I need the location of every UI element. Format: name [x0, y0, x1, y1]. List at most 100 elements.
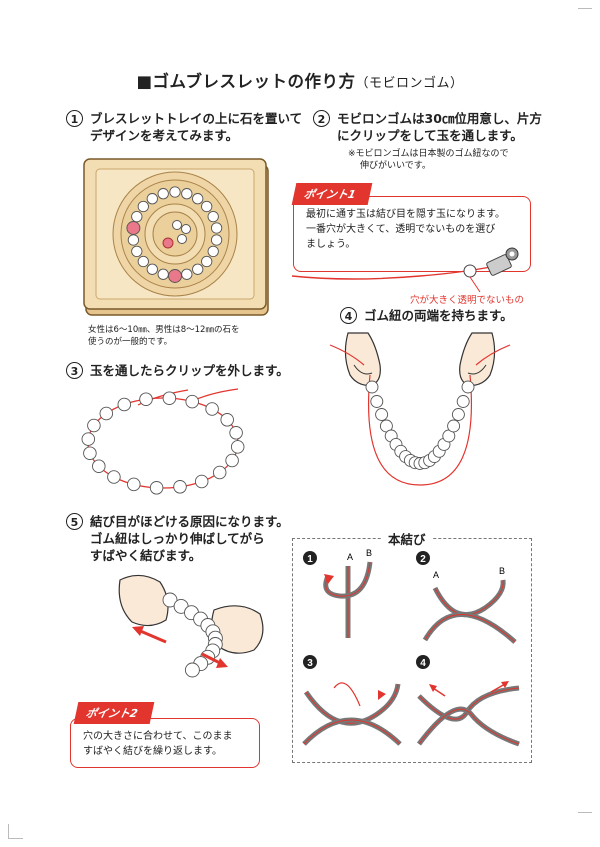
loose-bead-pink — [162, 237, 174, 249]
bead — [447, 419, 461, 433]
bead — [192, 193, 204, 205]
clip-icon — [486, 247, 519, 276]
bracelet-tray-illustration — [83, 158, 269, 316]
step-1-line-2: デザインを考えてみます。 — [90, 128, 239, 143]
hands-holding-cord-illustration — [329, 332, 511, 486]
step-3-line-1: 玉を通したらクリップを外します。 — [90, 363, 289, 378]
bead — [210, 234, 223, 246]
left-hand-icon — [344, 332, 381, 386]
bead — [207, 245, 219, 258]
tray-caption-line-2: 使うのが一般的です。 — [88, 337, 173, 347]
bead — [157, 268, 169, 280]
step-2-note-line-1: ※モビロンゴムは日本製のゴム紐なので — [348, 149, 509, 159]
point-1-box: 最初に通す玉は結び目を隠す玉になります。 一番穴が大きくて、透明でないものを選び… — [293, 196, 531, 272]
bead — [185, 394, 199, 409]
point-2-badge: ポイント2 — [73, 702, 154, 724]
tray-bead-ring — [126, 186, 223, 283]
step-2-number: 2 — [313, 110, 330, 127]
bead — [127, 477, 141, 492]
point-1-badge: ポイント1 — [291, 183, 372, 205]
bead — [117, 397, 132, 412]
step-4-line-1: ゴム紐の両端を持ちます。 — [364, 308, 513, 323]
knot-step-3-number: 3 — [307, 658, 313, 669]
step-2-line-1: モビロンゴムは30㎝位用意し、片方 — [337, 111, 542, 126]
pull-arrow-icon — [132, 626, 228, 668]
loose-bead — [177, 234, 187, 244]
step-4-number: 4 — [340, 307, 357, 324]
bead — [451, 408, 465, 421]
bead — [370, 395, 384, 408]
bead-strand-tying — [162, 592, 223, 678]
point-2-line-2: すばやく結びを繰り返します。 — [83, 746, 222, 757]
bead — [87, 418, 101, 433]
bead — [149, 481, 164, 495]
point-1-line-3: ましょう。 — [306, 239, 356, 250]
bead — [107, 470, 121, 484]
knot-step-1-number: 1 — [307, 554, 313, 565]
bead — [205, 402, 219, 416]
bead — [192, 263, 204, 275]
right-hand-icon — [459, 332, 496, 386]
bead — [137, 255, 149, 268]
bead — [162, 592, 178, 608]
cord-label-a: A — [347, 552, 353, 562]
loose-bead — [172, 220, 182, 230]
tray-caption: 女性は6～10㎜、男性は8～12㎜の石を 使うのが一般的です。 — [88, 324, 239, 348]
clip-and-cord-illustration — [291, 247, 519, 293]
bead — [194, 474, 209, 489]
page-title: ■ゴムブレスレットの作り方（モビロンゴム） — [0, 68, 600, 92]
bead — [131, 245, 143, 258]
bead — [126, 221, 141, 235]
tray-caption-line-1: 女性は6～10㎜、男性は8～12㎜の石を — [88, 325, 240, 335]
bead — [184, 662, 200, 678]
step-2-note-line-2: 伸びがいいです。 — [360, 161, 431, 171]
point-1-line-2: 一番穴が大きくて、透明でないものを選び — [306, 224, 496, 235]
step-2-instruction: 2 モビロンゴムは30㎝位用意し、片方 にクリップをして玉を通します。 — [313, 110, 542, 144]
bead — [162, 391, 177, 405]
bead — [207, 210, 219, 223]
bead — [157, 188, 169, 200]
point-2-line-1: 穴の大きさに合わせて、このまま — [83, 731, 233, 742]
step-5-line-1: 結び目がほどける原因になります。 — [90, 514, 289, 529]
bead — [168, 269, 182, 283]
page-title-main: ■ゴムブレスレットの作り方 — [136, 72, 356, 91]
bead — [220, 413, 234, 427]
knot-step-4-diagram: 4 — [416, 655, 520, 747]
step-2-line-2: にクリップをして玉を通します。 — [337, 128, 523, 143]
bead — [83, 446, 97, 460]
step-1-number: 1 — [66, 110, 83, 127]
bead — [181, 268, 193, 280]
bead — [169, 186, 181, 198]
bead — [92, 459, 106, 473]
step-3-number: 3 — [66, 362, 83, 379]
knot-step-1-diagram: 1 A B — [303, 548, 373, 638]
bead-loop — [81, 391, 245, 495]
bead — [81, 432, 96, 446]
step-5-line-2: ゴム紐はしっかり伸ばしてがら — [90, 531, 265, 546]
bead — [201, 200, 213, 213]
bead — [201, 255, 213, 268]
bead — [181, 188, 193, 200]
square-knot-title: 本結び — [382, 529, 432, 548]
cord-label-a: A — [433, 570, 439, 580]
bead — [139, 392, 153, 406]
bead — [225, 453, 239, 468]
bead — [212, 465, 227, 480]
cord-label-b: B — [366, 548, 372, 558]
page-title-sub: （モビロンゴム） — [355, 76, 464, 91]
bead — [137, 200, 149, 213]
step-4-instruction: 4 ゴム紐の両端を持ちます。 — [340, 307, 513, 324]
bead — [230, 440, 245, 454]
knot-step-2-diagram: 2 A B — [416, 551, 517, 644]
bead — [365, 380, 379, 394]
bead-loop-illustration — [81, 388, 245, 495]
step-2-note: ※モビロンゴムは日本製のゴム紐なので 伸びがいいです。 — [348, 148, 509, 172]
point-1-line-1: 最初に通す玉は結び目を隠す玉になります。 — [306, 209, 505, 220]
bead — [146, 263, 158, 275]
point-2-box: 穴の大きさに合わせて、このまま すばやく結びを繰り返します。 — [70, 718, 260, 768]
bead — [229, 426, 243, 440]
bead — [173, 480, 187, 494]
bead-strand — [365, 380, 475, 470]
step-3-instruction: 3 玉を通したらクリップを外します。 — [66, 362, 289, 379]
